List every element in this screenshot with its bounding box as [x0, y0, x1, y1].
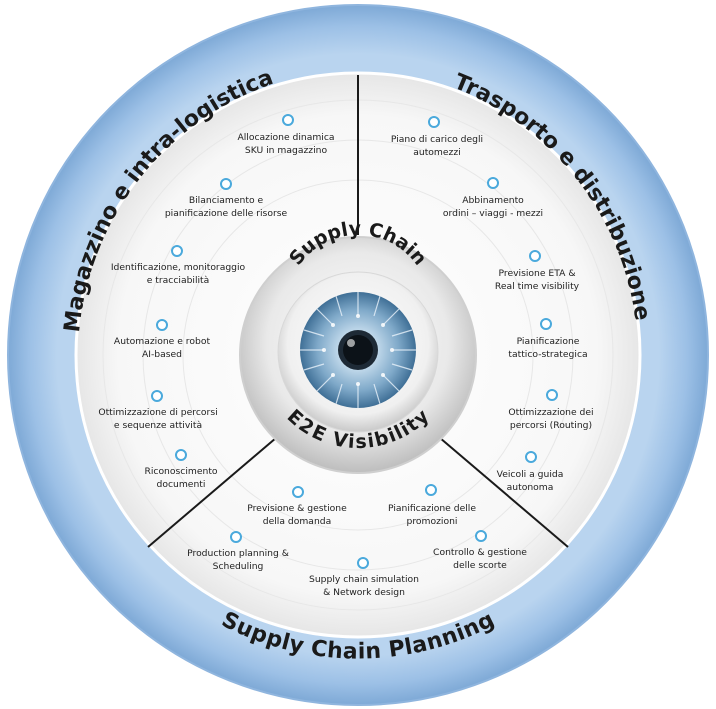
svg-text:Supply chain simulation& Netwo: Supply chain simulation & Network design	[309, 574, 419, 598]
item-label-line: Allocazione dinamica	[237, 132, 334, 143]
item: Riconoscimento documenti	[144, 449, 218, 490]
circle-marker-icon	[529, 250, 541, 262]
item-label-line: delle scorte	[453, 560, 507, 571]
item-label-line: Identificazione, monitoraggio	[111, 262, 246, 273]
circle-marker-icon	[357, 557, 369, 569]
item: Abbinamento ordini – viaggi - mezzi	[443, 177, 543, 219]
item-label-line: automezzi	[413, 147, 460, 158]
item: Production planning & Scheduling	[187, 531, 289, 572]
circle-marker-icon	[230, 531, 242, 543]
item-label-line: Real time visibility	[495, 281, 580, 292]
item-label-line: AI-based	[142, 349, 182, 360]
item: Supply chain simulation & Network design	[309, 557, 419, 598]
item: Previsione & gestione della domanda	[247, 486, 347, 527]
item-label-line: Previsione & gestione	[247, 503, 347, 514]
item-label-line: Riconoscimento	[144, 466, 217, 477]
item: Controllo & gestione delle scorte	[433, 530, 527, 571]
divider-bottom-left	[147, 431, 284, 548]
item: Veicoli a guida autonoma	[497, 451, 564, 493]
item-label-line: Abbinamento	[462, 195, 524, 206]
circle-marker-icon	[487, 177, 499, 189]
item-label-line: Pianificazione delle	[388, 503, 476, 514]
item-label-line: Previsione ETA &	[498, 268, 575, 279]
circle-marker-icon	[540, 318, 552, 330]
item-label-line: & Network design	[323, 587, 405, 598]
item: Identificazione, monitoraggio e tracciabi…	[111, 245, 246, 286]
item-label-line: Automazione e robot	[114, 336, 211, 347]
item: Ottimizzazione dei percorsi (Routing)	[508, 389, 594, 431]
item-label-line: SKU in magazzino	[245, 145, 328, 156]
item-label-line: Piano di carico degli	[391, 134, 483, 145]
item-label-line: percorsi (Routing)	[510, 420, 592, 431]
circle-marker-icon	[425, 484, 437, 496]
svg-text:Production planning &Schedulin: Production planning & Scheduling	[187, 548, 289, 572]
item-label-line: Pianificazione	[517, 336, 580, 347]
circle-marker-icon	[282, 114, 294, 126]
item-label-line: documenti	[157, 479, 206, 490]
item-label-line: Production planning &	[187, 548, 289, 559]
item: Pianificazione tattico-strategica	[508, 318, 588, 360]
eye-icon	[300, 292, 416, 408]
items-right: Piano di carico degli automezzi Abbinamen…	[391, 116, 594, 493]
item-label-line: e tracciabilità	[147, 275, 210, 286]
circle-marker-icon	[175, 449, 187, 461]
circle-marker-icon	[156, 319, 168, 331]
item-label-line: Ottimizzazione di percorsi	[98, 407, 217, 418]
item-label-line: ordini – viaggi - mezzi	[443, 208, 543, 219]
divider-bottom-right	[432, 431, 569, 548]
circle-marker-icon	[428, 116, 440, 128]
item-label-line: Controllo & gestione	[433, 547, 527, 558]
item-label-line: Supply chain simulation	[309, 574, 419, 585]
item: Ottimizzazione di percorsi e sequenze att…	[98, 390, 218, 431]
item-label-line: e sequenze attività	[114, 420, 202, 431]
item-label-line: autonoma	[507, 482, 554, 493]
item-label-line: Bilanciamento e	[189, 195, 264, 206]
circle-marker-icon	[151, 390, 163, 402]
item-label-line: pianificazione delle risorse	[165, 208, 288, 219]
item: Bilanciamento e pianificazione delle riso…	[165, 178, 288, 219]
circle-marker-icon	[171, 245, 183, 257]
items-bottom: Previsione & gestione della domanda Piani…	[187, 484, 527, 598]
svg-text:Previsione ETA &Real time visi: Previsione ETA & Real time visibility	[495, 268, 580, 292]
circle-marker-icon	[475, 530, 487, 542]
circle-marker-icon	[220, 178, 232, 190]
circle-marker-icon	[525, 451, 537, 463]
item: Piano di carico degli automezzi	[391, 116, 483, 158]
item: Previsione ETA & Real time visibility	[495, 250, 580, 292]
item-label-line: Ottimizzazione dei	[508, 407, 593, 418]
item-label-line: tattico-strategica	[508, 349, 587, 360]
item-label-line: promozioni	[407, 516, 458, 527]
item: Pianificazione delle promozioni	[388, 484, 476, 527]
item-label-line: Scheduling	[213, 561, 264, 572]
circle-marker-icon	[292, 486, 304, 498]
item-label-line: della domanda	[263, 516, 331, 527]
circle-marker-icon	[546, 389, 558, 401]
item-label-line: Veicoli a guida	[497, 469, 564, 480]
